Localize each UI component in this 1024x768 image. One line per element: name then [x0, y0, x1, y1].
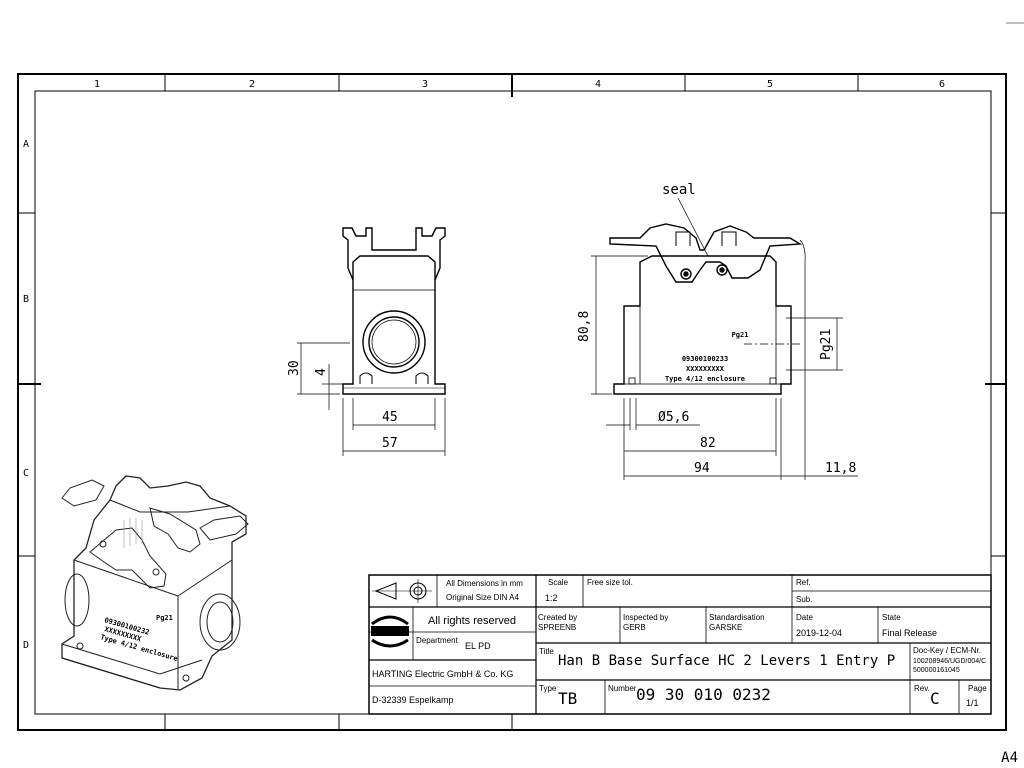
col-label-6: 6: [939, 79, 945, 90]
created-by-value: SPREENB: [538, 624, 577, 632]
col-label-5: 5: [767, 79, 773, 90]
dim-80-8: 80,8: [577, 311, 592, 342]
company-name: HARTING Electric GmbH & Co. KG: [372, 670, 514, 679]
scale-value: 1:2: [545, 594, 558, 603]
harting-logo-text: HARTING: [372, 628, 408, 636]
doc-key-value-1: 100208946/UGD/004/C: [913, 658, 987, 665]
standardisation-value: GARSKE: [709, 624, 743, 632]
rev-value: C: [930, 691, 940, 708]
side-marking-number: 09300100233: [682, 355, 728, 363]
side-view-dimensions: [591, 197, 858, 480]
side-marking-pg21: Pg21: [732, 331, 749, 339]
page-value: 1/1: [966, 699, 979, 708]
state-value: Final Release: [882, 629, 938, 638]
row-label-a: A: [23, 139, 29, 150]
state-label: State: [882, 614, 901, 622]
front-view: [342, 227, 446, 395]
dim-diameter-5-6: Ø5,6: [658, 410, 689, 425]
iso-marking-pg21: Pg21: [156, 614, 173, 622]
inspected-by-label: Inspected by: [623, 614, 669, 622]
row-label-d: D: [23, 640, 29, 651]
col-label-2: 2: [249, 79, 255, 90]
date-value: 2019-12-04: [796, 629, 843, 638]
dim-45: 45: [382, 410, 398, 425]
dims-note-line-1: All Dimensions in mm: [446, 580, 523, 588]
title-label: Title: [539, 648, 554, 656]
dims-note-line-2: Original Size DIN A4: [446, 594, 519, 602]
rev-label: Rev.: [914, 685, 930, 693]
rights-notice: All rights reserved: [428, 616, 517, 627]
standardisation-label: Standardisation: [709, 614, 765, 622]
dim-82: 82: [700, 436, 716, 451]
iso-view-marking: Pg21 09300100232 XXXXXXXXX Type 4/12 enc…: [99, 614, 178, 663]
tolerance-label: Free size tol.: [587, 579, 633, 587]
front-view-dimensions: [297, 342, 446, 456]
row-labels: A B C D: [23, 139, 29, 651]
page-label: Page: [968, 685, 987, 693]
scale-label: Scale: [548, 579, 569, 587]
side-marking-type: Type 4/12 enclosure: [665, 375, 745, 383]
side-view: [609, 223, 803, 395]
created-by-label: Created by: [538, 614, 578, 622]
col-label-1: 1: [94, 79, 100, 90]
department-label: Department: [416, 637, 458, 645]
dim-11-8: 11,8: [825, 461, 856, 476]
col-label-3: 3: [422, 79, 428, 90]
sheet-format-label: A4: [1001, 750, 1018, 766]
number-label: Number: [608, 685, 637, 693]
date-label: Date: [796, 614, 813, 622]
company-address: D-32339 Espelkamp: [372, 696, 454, 705]
harting-logo: HARTING: [371, 615, 409, 648]
dim-30: 30: [287, 360, 302, 376]
title-block-lines: [368, 574, 992, 715]
type-label: Type: [539, 685, 557, 693]
dim-94: 94: [694, 461, 710, 476]
col-label-4: 4: [595, 79, 601, 90]
doc-key-value-2: 500000161045: [913, 667, 960, 674]
doc-key-label: Doc-Key / ECM-Nr.: [913, 647, 982, 655]
isometric-view: [61, 475, 249, 691]
row-label-b: B: [23, 294, 29, 305]
dim-57: 57: [382, 436, 398, 451]
ref-label: Ref.: [796, 579, 811, 587]
number-value: 09 30 010 0232: [636, 687, 771, 704]
row-label-c: C: [23, 468, 29, 479]
column-grid: [164, 74, 859, 730]
side-view-marking: Pg21 09300100233 XXXXXXXXX Type 4/12 enc…: [665, 331, 748, 383]
side-marking-code: XXXXXXXXX: [686, 365, 725, 373]
inspected-by-value: GERB: [623, 624, 646, 632]
title-value: Han B Base Surface HC 2 Levers 1 Entry P: [558, 654, 896, 669]
label-seal: seal: [662, 182, 696, 198]
dim-4: 4: [314, 368, 329, 376]
dim-pg21: Pg21: [819, 329, 834, 360]
row-grid: [18, 212, 1006, 557]
type-value: TB: [558, 691, 578, 708]
projection-symbol-icon: [372, 579, 432, 603]
sub-label: Sub.: [796, 596, 813, 604]
column-labels: 1 2 3 4 5 6: [94, 79, 945, 90]
department-value: EL PD: [465, 642, 491, 651]
